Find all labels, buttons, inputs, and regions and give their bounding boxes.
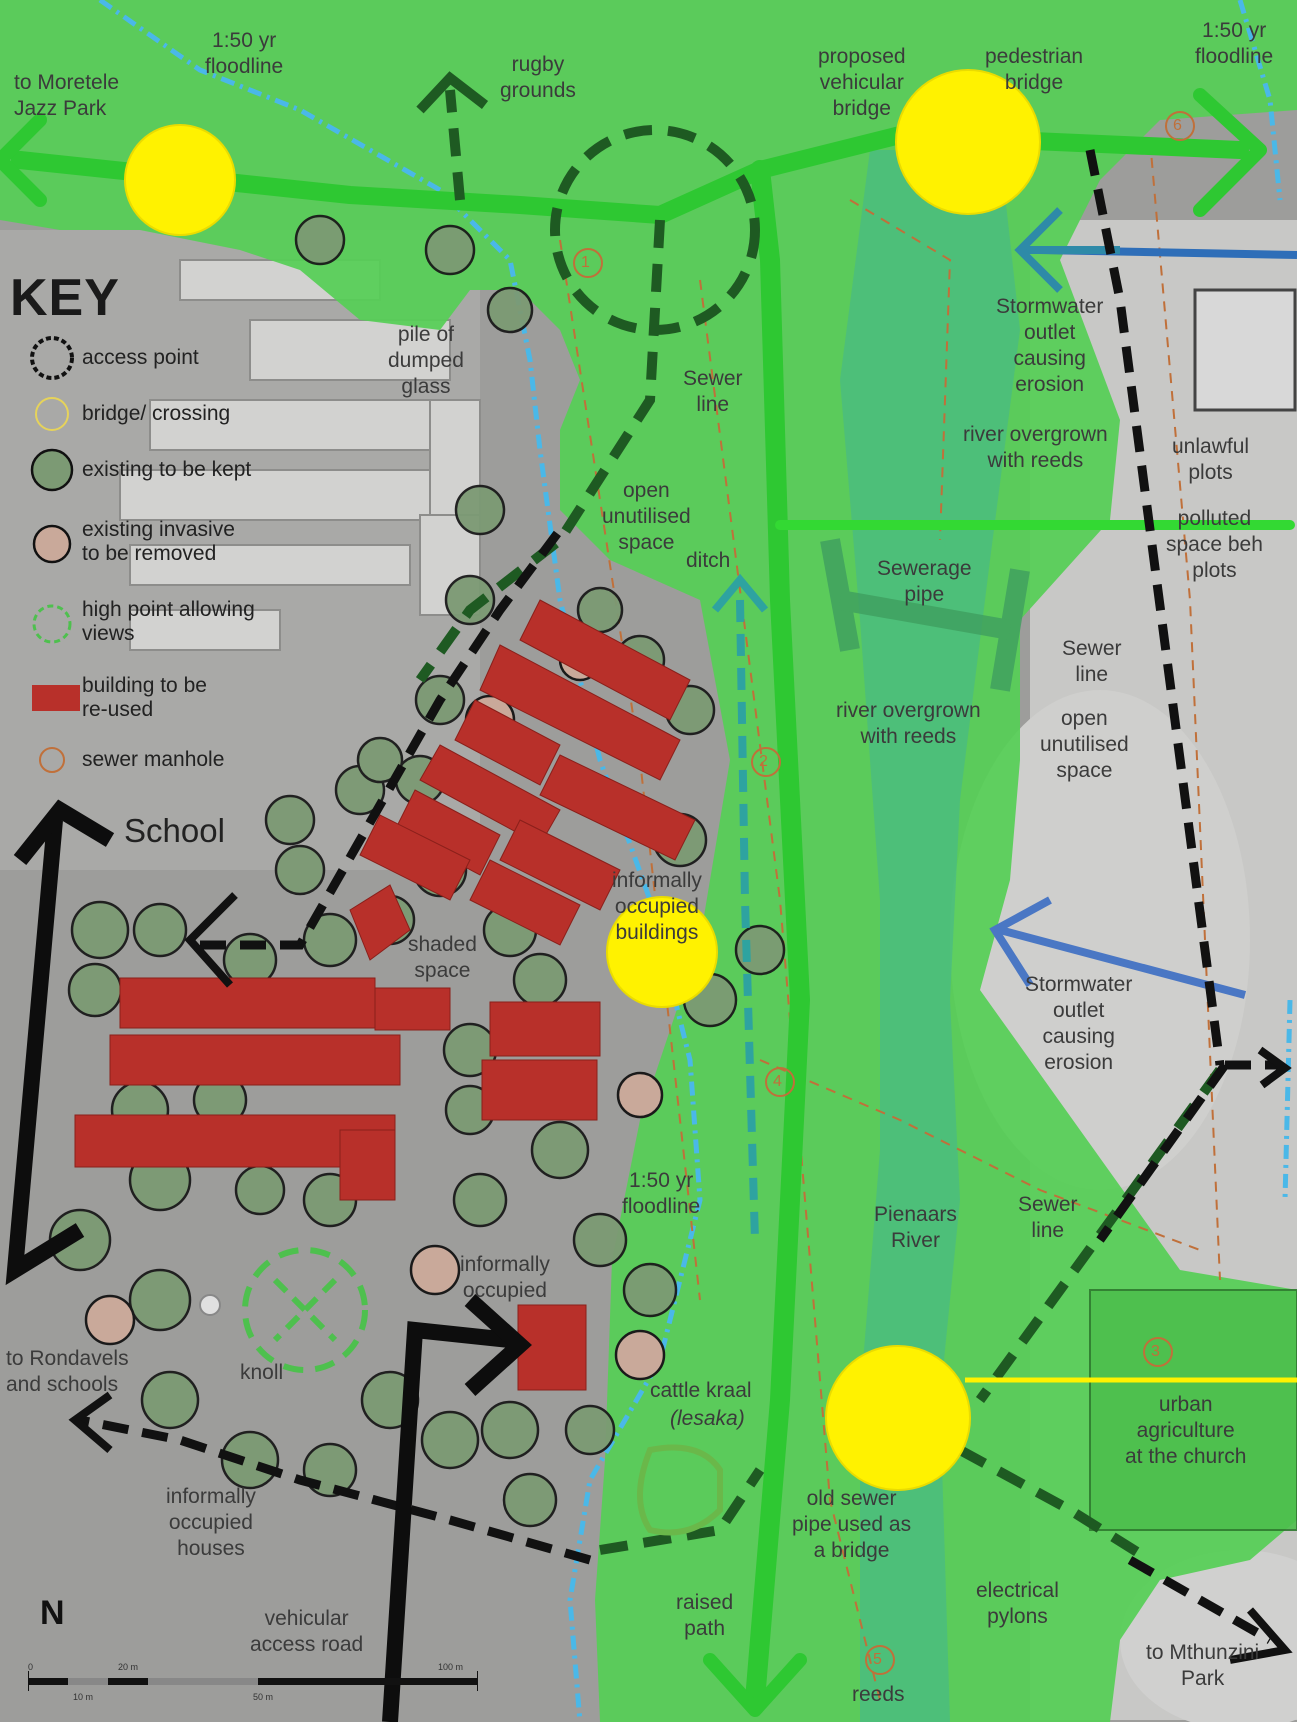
key-item-building: building to be re-used	[22, 674, 207, 721]
label-polluted-space: polluted space beh plots	[1166, 507, 1263, 582]
key-label: existing to be kept	[82, 458, 252, 481]
label-cattle-kraal: cattle kraal	[650, 1379, 752, 1402]
label-sewer-line-3: Sewer line	[1018, 1193, 1078, 1242]
label-to-moretele: to Moretele Jazz Park	[14, 71, 120, 120]
north-arrow: N	[40, 1594, 65, 1632]
rugby-arrow-head	[416, 71, 489, 114]
label-pile-of-glass: pile of dumped glass	[388, 323, 464, 398]
big-black-arrows	[5, 799, 532, 1722]
label-raised-path: raised path	[676, 1591, 734, 1640]
label-floodline-top-right: 1:50 yr floodline	[1195, 19, 1274, 68]
label-to-mthunzini: to Mthunzini Park	[1146, 1641, 1260, 1690]
yellow-highlights	[124, 69, 1041, 1491]
stream-line	[98, 0, 703, 1722]
stormwater-arrows	[989, 207, 1297, 999]
key-label: existing invasive to be removed	[82, 518, 235, 565]
knoll-cross	[272, 1277, 338, 1343]
label-sewerage-pipe: Sewerage pipe	[877, 557, 972, 606]
label-urban-agriculture: urban agriculture at the church	[1125, 1393, 1247, 1468]
key-title: KEY	[10, 269, 120, 327]
manhole-number: 5	[873, 1651, 882, 1668]
label-vehicular-access-road: vehicular access road	[250, 1607, 364, 1656]
scale-bar: 0 10 m 20 m 50 m 100 m	[27, 1656, 479, 1716]
label-sewer-line-2: Sewer line	[1062, 637, 1122, 686]
label-lesaka: (lesaka)	[670, 1407, 745, 1430]
river-corridor	[840, 150, 1020, 1722]
key-item-tree-invasive: existing invasive to be removed	[22, 518, 235, 565]
label-stormwater-1: Stormwater outlet causing erosion	[996, 295, 1104, 396]
scale-label: 100 m	[438, 1662, 464, 1672]
light-area-right-bottom	[1120, 1550, 1297, 1722]
key-item-access-point: access point	[22, 336, 199, 380]
key-item-tree-kept: existing to be kept	[22, 448, 251, 492]
dark-dashed-paths	[415, 89, 1225, 1565]
manhole-number: 2	[759, 753, 768, 770]
key-label: high point allowing views	[82, 598, 255, 645]
scale-label: 50 m	[253, 1692, 274, 1702]
black-arrow-heads-small	[68, 892, 1293, 1664]
sewer-manhole-markers	[573, 111, 1195, 1675]
label-electrical-pylons: electrical pylons	[976, 1579, 1059, 1628]
label-old-sewer-pipe: old sewer pipe used as a bridge	[792, 1487, 912, 1562]
label-informally-occupied-buildings: informally occupied buildings	[612, 869, 702, 944]
buildings-to-reuse	[74, 599, 696, 1391]
label-pedestrian-bridge: pedestrian bridge	[985, 45, 1084, 94]
manhole-icon	[22, 738, 82, 782]
ditch-line	[711, 573, 769, 1241]
access-point-icon	[22, 336, 82, 380]
black-dashed-route-mthunzini	[1127, 1556, 1273, 1644]
knoll-high-point	[242, 1247, 368, 1373]
label-rugby-grounds: rugby grounds	[500, 53, 576, 102]
key-item-high-point: high point allowing views	[22, 598, 255, 645]
label-pienaars-river: Pienaars River	[874, 1203, 957, 1252]
sewerage-pipe-symbol	[820, 538, 1030, 692]
key-label: access point	[82, 346, 199, 369]
manhole-number: 3	[1151, 1343, 1160, 1360]
label-informally-occupied-houses: informally occupied houses	[166, 1485, 256, 1560]
label-shaded-space: shaded space	[408, 933, 477, 982]
scale-label: 0	[28, 1662, 34, 1672]
label-open-space-1: open unutilised space	[602, 479, 691, 554]
label-unlawful-plots: unlawful plots	[1172, 435, 1250, 484]
invasive-tree-icon	[22, 520, 82, 564]
key-label: bridge/ crossing	[82, 402, 231, 425]
scale-label: 20 m	[118, 1662, 139, 1672]
label-school: School	[124, 812, 225, 849]
cattle-kraal-outline	[637, 1444, 723, 1536]
label-to-rondavels: to Rondavels and schools	[6, 1347, 129, 1396]
scale-bar-graphic	[27, 1671, 479, 1691]
building-icon	[22, 676, 82, 720]
label-stormwater-2: Stormwater outlet causing erosion	[1025, 973, 1133, 1074]
key-label: building to be re-used	[82, 674, 207, 721]
label-open-space-2: open unutilised space	[1040, 707, 1129, 782]
label-sewer-line-1: Sewer line	[683, 367, 743, 416]
key-label: sewer manhole	[82, 748, 225, 771]
manhole-number: 1	[581, 254, 590, 271]
urban-agriculture-plot	[1089, 1289, 1297, 1531]
label-river-reeds-2: river overgrown with reeds	[836, 699, 981, 748]
high-point-icon	[22, 600, 82, 644]
black-dashed-routes	[79, 149, 1280, 1565]
label-river-reeds-1: river overgrown with reeds	[963, 423, 1108, 472]
manhole-number: 4	[773, 1073, 782, 1090]
label-ditch: ditch	[686, 549, 731, 572]
manhole-number: 6	[1173, 117, 1182, 134]
bridge-icon	[22, 392, 82, 436]
scale-label: 10 m	[73, 1692, 94, 1702]
label-proposed-bridge: proposed vehicular bridge	[818, 45, 906, 120]
knoll-centre	[199, 1294, 221, 1316]
tree-icon	[22, 448, 82, 492]
key-symbols	[30, 336, 80, 773]
unlawful-plot-building	[1193, 288, 1297, 412]
key-item-manhole: sewer manhole	[22, 738, 224, 782]
stream-line-right	[1237, 0, 1293, 1201]
label-reeds: reeds	[852, 1683, 905, 1706]
label-floodline-mid: 1:50 yr floodline	[622, 1169, 701, 1218]
label-knoll: knoll	[240, 1361, 284, 1384]
label-informally-occupied: informally occupied	[460, 1253, 550, 1302]
key-item-bridge: bridge/ crossing	[22, 392, 230, 436]
label-floodline-top-left: 1:50 yr floodline	[205, 29, 284, 78]
